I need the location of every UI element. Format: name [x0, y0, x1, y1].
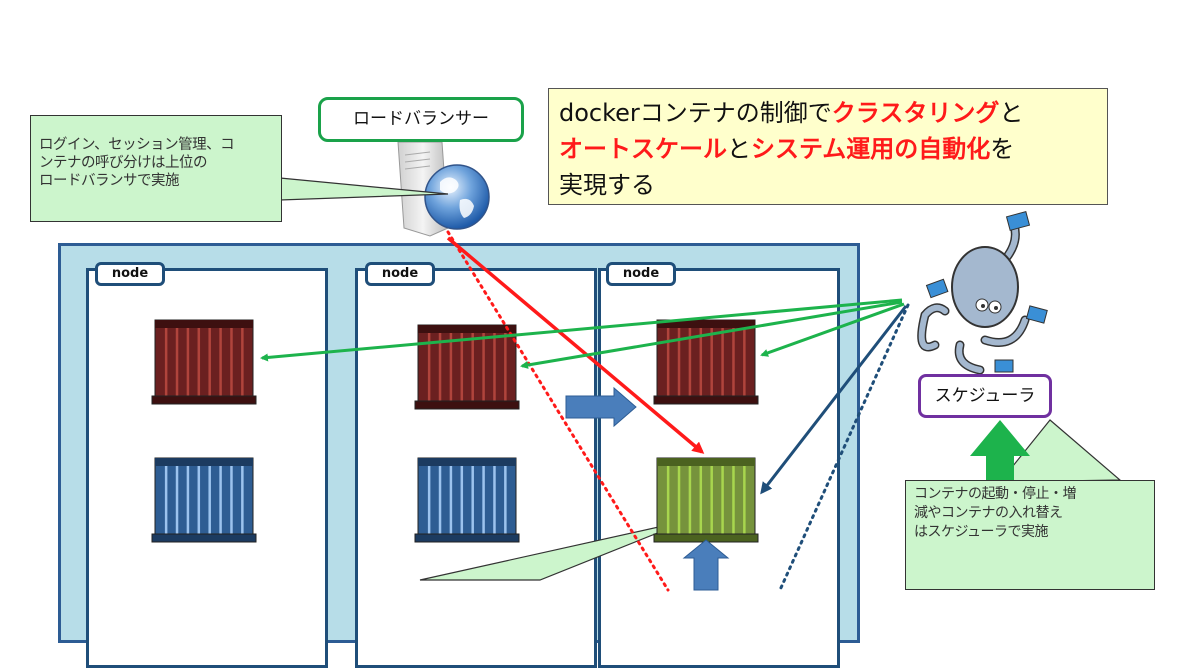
headline-text: 実現する: [559, 171, 655, 199]
scheduler-label: スケジューラ: [918, 374, 1052, 418]
container-note-pointer: [419, 519, 691, 581]
headline-text: と: [999, 99, 1024, 127]
migrate-arrow-right: [565, 386, 637, 428]
diagram-graphics: [151, 141, 1122, 592]
headline-box: dockerコンテナの制御でクラスタリングと オートスケールとシステム運用の自動…: [548, 88, 1108, 205]
scheduler-dotted-line: [778, 303, 910, 592]
headline-line-1: dockerコンテナの制御でクラスタリングと: [559, 95, 1097, 131]
scheduler-note: コンテナの起動・停止・増 減やコンテナの入れ替え はスケジューラで実施: [905, 480, 1155, 590]
lb-route-arrow: [446, 236, 705, 454]
sched-arrow-new-container: [760, 305, 908, 495]
octopus-icon: [917, 211, 1048, 375]
sched-note-line: はスケジューラで実施: [914, 524, 1049, 540]
lb-note-line: ロードバランサで実施: [39, 173, 180, 189]
node-3-label: node: [606, 262, 676, 286]
load-balancer-note: ログイン、セッション管理、コ ンテナの呼び分けは上位の ロードバランサで実施: [30, 115, 282, 222]
sched-note-line: コンテナの起動・停止・増: [914, 486, 1077, 502]
headline-emphasis: クラスタリング: [831, 99, 1000, 127]
headline-line-2: オートスケールとシステム運用の自動化を: [559, 131, 1097, 167]
container-red: [653, 319, 759, 405]
node-2-label: node: [365, 262, 435, 286]
headline-emphasis: システム運用の自動化: [751, 135, 991, 163]
container-blue: [414, 457, 520, 543]
node-1-label: node: [95, 262, 165, 286]
headline-text: を: [990, 135, 1015, 163]
headline-text: dockerコンテナの制御で: [559, 99, 832, 127]
headline-emphasis: オートスケール: [559, 135, 727, 163]
container-green: [653, 457, 759, 543]
headline-text: と: [727, 135, 751, 163]
container-blue: [151, 457, 257, 543]
sched-arrow-node2: [520, 300, 903, 369]
lb-note-line: ログイン、セッション管理、コ: [39, 137, 235, 153]
sched-arrow-node1: [260, 298, 903, 362]
load-balancer-label: ロードバランサー: [318, 97, 524, 142]
lb-note-line: ンテナの呼び分けは上位の: [39, 155, 208, 171]
lb-dotted-line: [446, 230, 670, 592]
sched-note-line: 減やコンテナの入れ替え: [914, 505, 1063, 521]
sched-arrow-node3: [760, 302, 905, 357]
globe-icon: [424, 164, 490, 230]
container-red: [151, 319, 257, 405]
headline-line-3: 実現する: [559, 167, 1097, 203]
scheduler-up-arrow: [970, 420, 1030, 482]
scale-arrow-up: [682, 539, 730, 591]
